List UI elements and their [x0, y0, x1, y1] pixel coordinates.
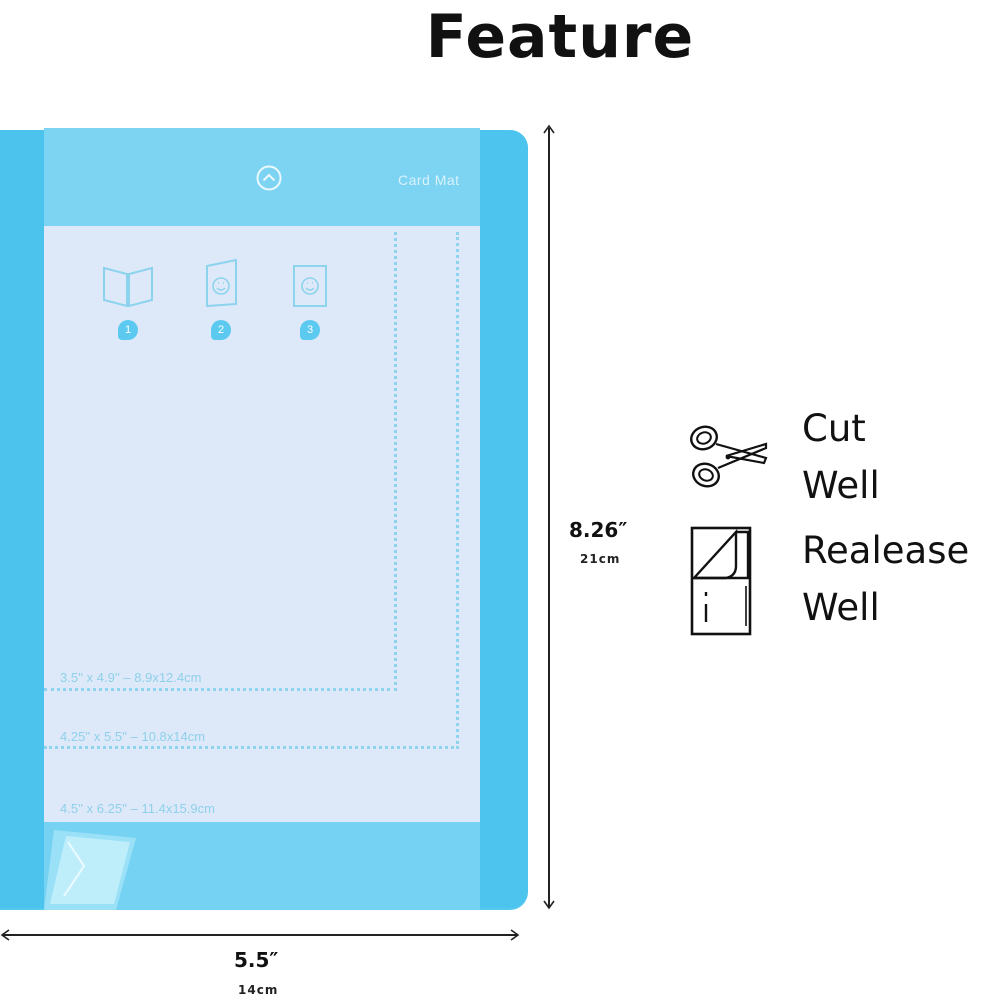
- mat-header: [44, 128, 480, 227]
- arrow-down-icon: [543, 900, 555, 910]
- mat-right-strip: [480, 130, 528, 908]
- release-sheet-icon: [690, 526, 752, 636]
- step-number-2: 2: [211, 320, 231, 340]
- flat-card-icon: [293, 265, 327, 307]
- size-label-small: 3.5'' x 4.9'' – 8.9x12.4cm: [60, 670, 202, 685]
- arrow-right-icon: [510, 929, 520, 941]
- scissors-icon: [690, 425, 768, 488]
- width-inches: 5.5″: [234, 948, 279, 972]
- chevron-up-circle-icon: [256, 165, 282, 191]
- arrow-left-icon: [0, 929, 10, 941]
- step-number-3: 3: [300, 320, 320, 340]
- height-inches: 8.26″: [569, 518, 628, 542]
- mat-label: Card Mat: [398, 172, 460, 188]
- feature-cut-line1: Cut: [802, 407, 866, 450]
- feature-release-text: Realease Well: [802, 522, 969, 636]
- open-card-icon: [103, 266, 153, 308]
- step-number-1: 1: [118, 320, 138, 340]
- arrow-up-icon: [543, 124, 555, 134]
- size-guide-small: [44, 232, 397, 691]
- width-cm: 14cm: [238, 983, 279, 997]
- folded-card-icon: [206, 258, 237, 308]
- size-label-medium: 4.25'' x 5.5'' – 10.8x14cm: [60, 729, 206, 744]
- feature-release-line2: Well: [802, 586, 880, 629]
- size-guide-medium: [44, 232, 459, 749]
- feature-release-line1: Realease: [802, 529, 970, 572]
- peel-corner-icon: [44, 830, 136, 910]
- feature-cut-text: Cut Well: [802, 400, 880, 514]
- size-label-large: 4.5'' x 6.25'' – 11.4x15.9cm: [60, 801, 215, 816]
- feature-cut-line2: Well: [802, 464, 880, 507]
- width-dimension-line: [2, 934, 518, 936]
- mat-left-strip: [0, 130, 44, 908]
- page-title: Feature: [425, 2, 695, 72]
- height-dimension-line: [548, 128, 550, 908]
- mat-adhesive-area: [44, 226, 480, 822]
- height-cm: 21cm: [580, 552, 621, 566]
